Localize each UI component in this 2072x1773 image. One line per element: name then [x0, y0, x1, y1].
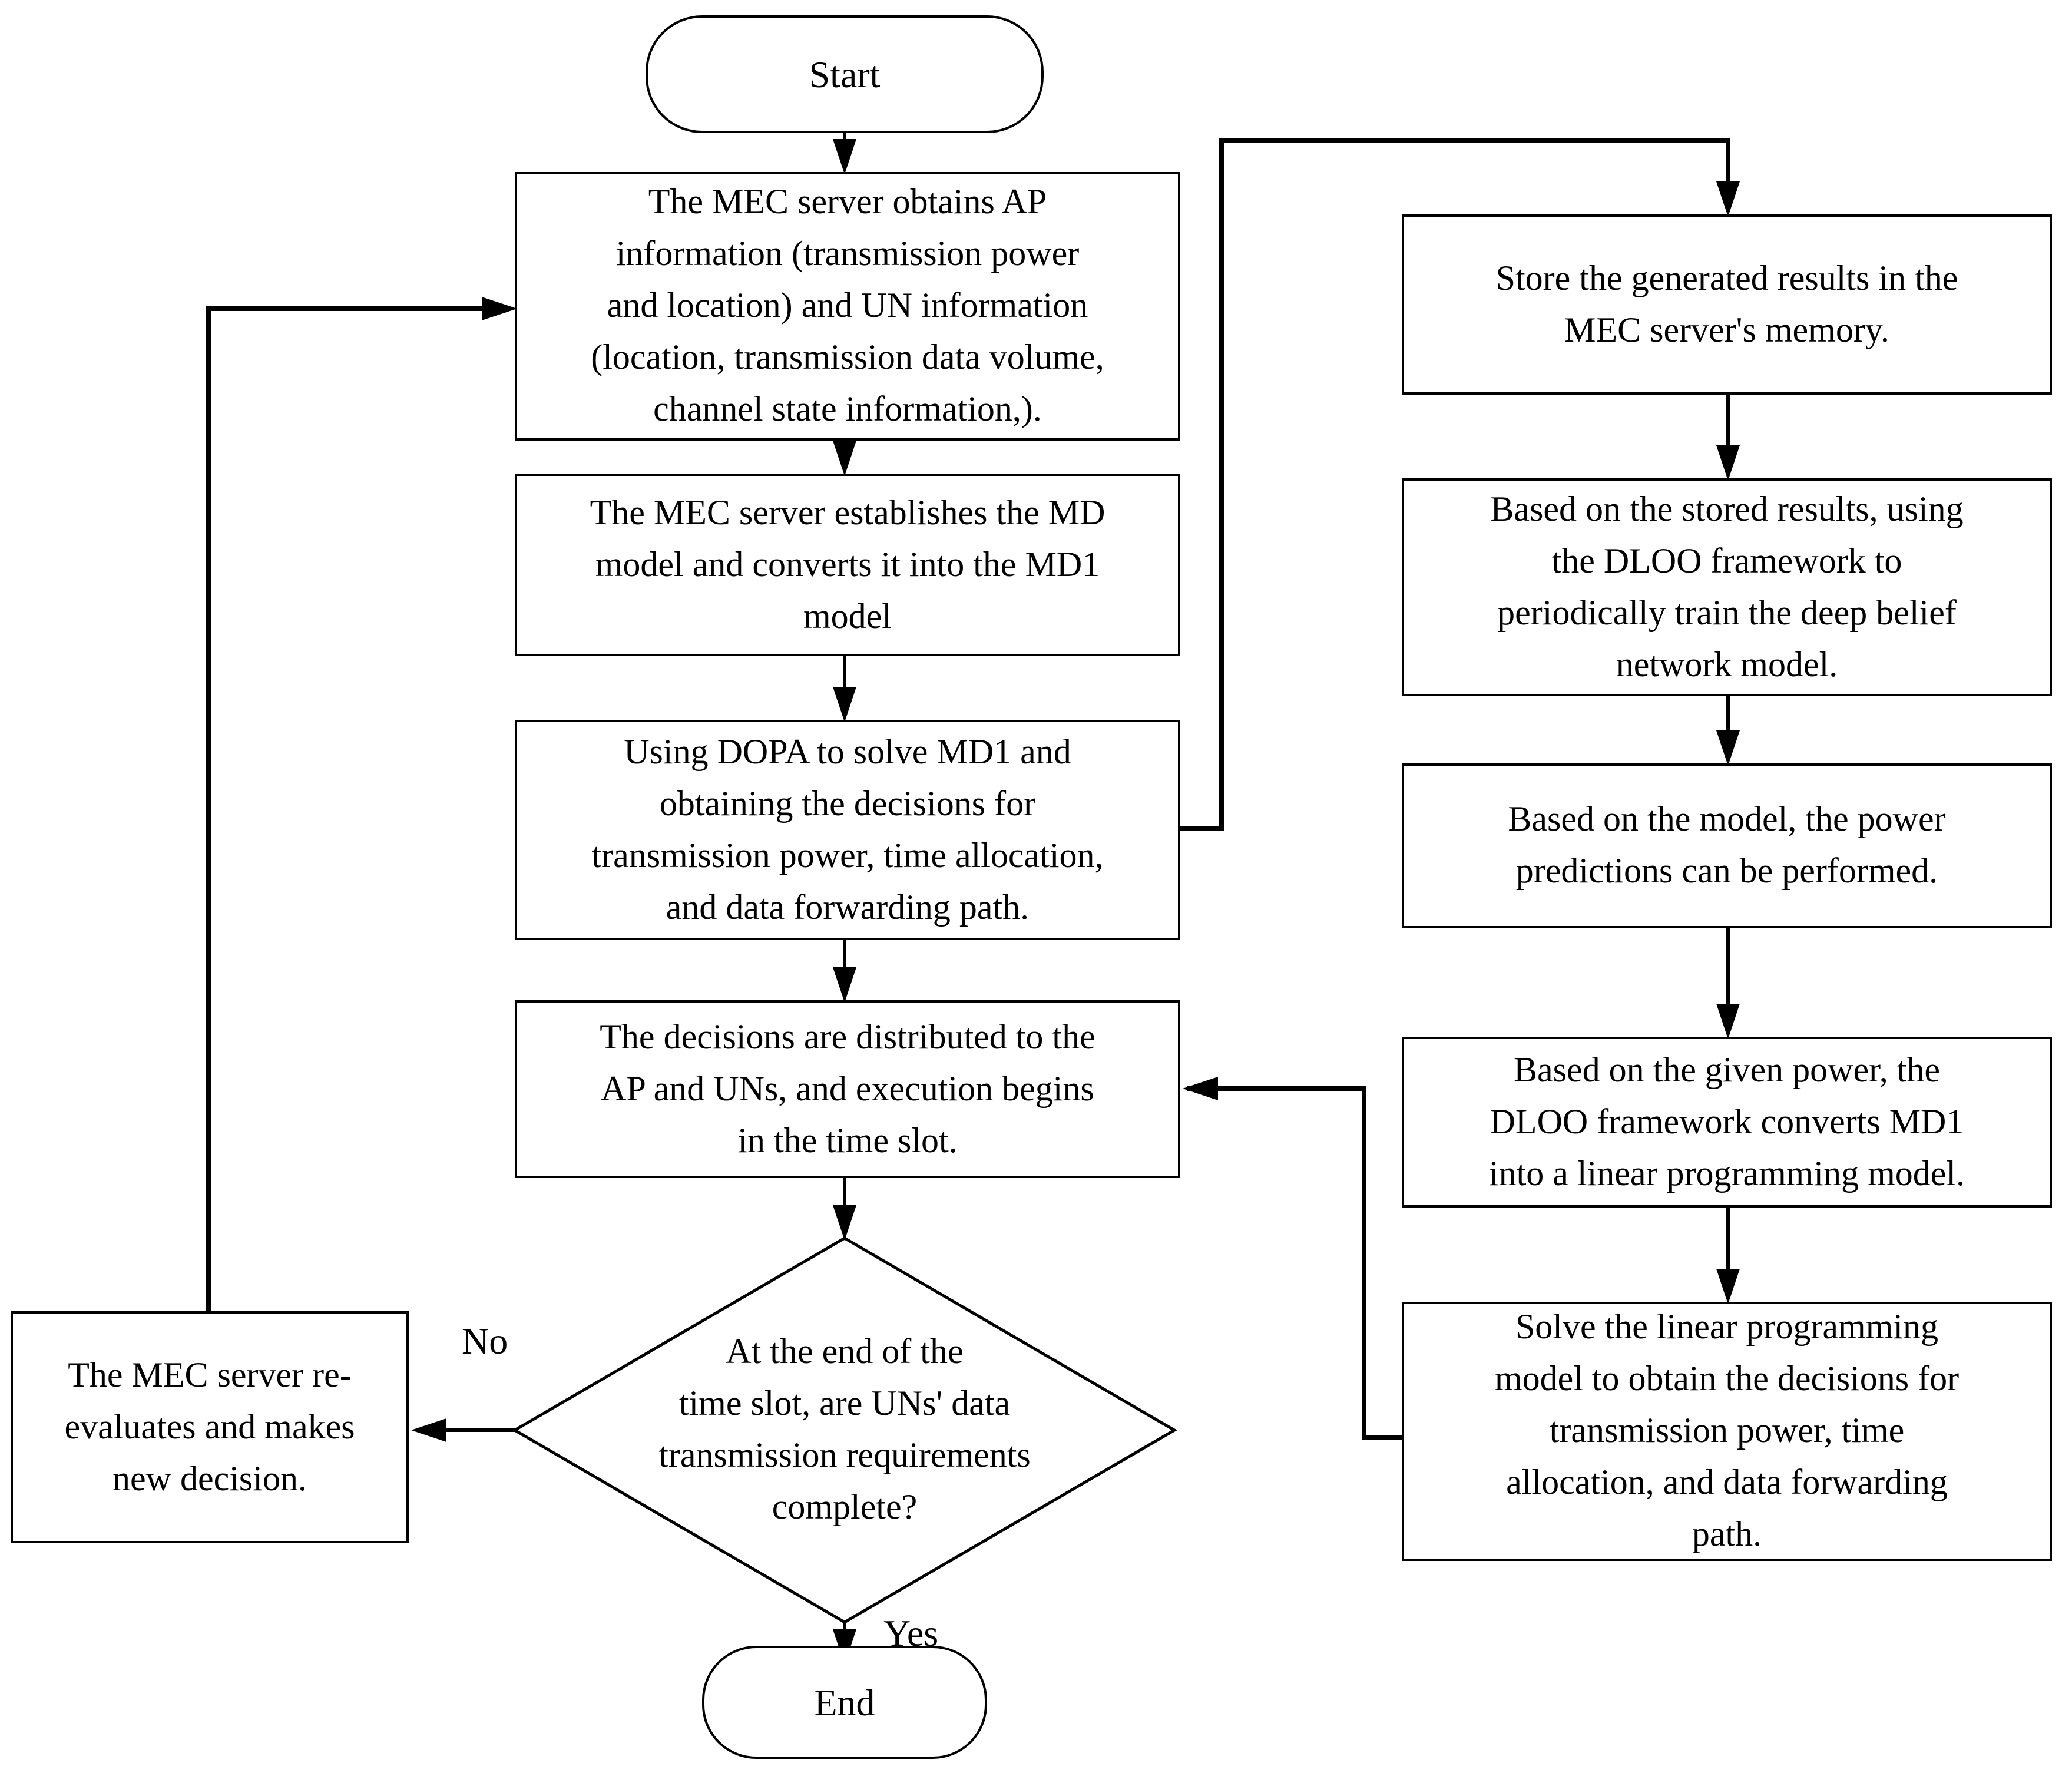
arrowhead-store-to-train	[1716, 445, 1740, 481]
end-terminator: End	[702, 1646, 987, 1759]
connector-solvelp-to-distribute	[1187, 1086, 1402, 1440]
connector-solve-to-store	[1180, 138, 1730, 831]
edge-label-yes: Yes	[883, 1612, 939, 1654]
end-label: End	[814, 1681, 875, 1724]
arrowhead-solve-to-store	[1716, 181, 1740, 217]
arrowhead-distribute-to-decision	[833, 1205, 856, 1241]
arrowhead-solvelp-to-distribute	[1183, 1077, 1218, 1100]
arrowhead-predict-to-convert	[1716, 1004, 1740, 1039]
start-terminator: Start	[646, 15, 1044, 133]
arrowhead-train-to-predict	[1716, 730, 1740, 766]
edge-label-no: No	[462, 1319, 508, 1362]
arrowhead-start-to-obtain	[833, 139, 856, 174]
arrowhead-convert-to-solvelp	[1716, 1269, 1740, 1304]
start-label: Start	[809, 53, 881, 95]
arrowhead-establish-to-solve	[833, 687, 856, 722]
arrowhead-decision-to-reevaluate	[411, 1418, 446, 1442]
arrowhead-solve-to-distribute	[833, 967, 856, 1003]
connector-reevaluate-to-obtain	[206, 306, 510, 1311]
arrowhead-obtain-to-establish	[833, 441, 856, 476]
arrowhead-reevaluate-to-obtain	[482, 297, 517, 320]
